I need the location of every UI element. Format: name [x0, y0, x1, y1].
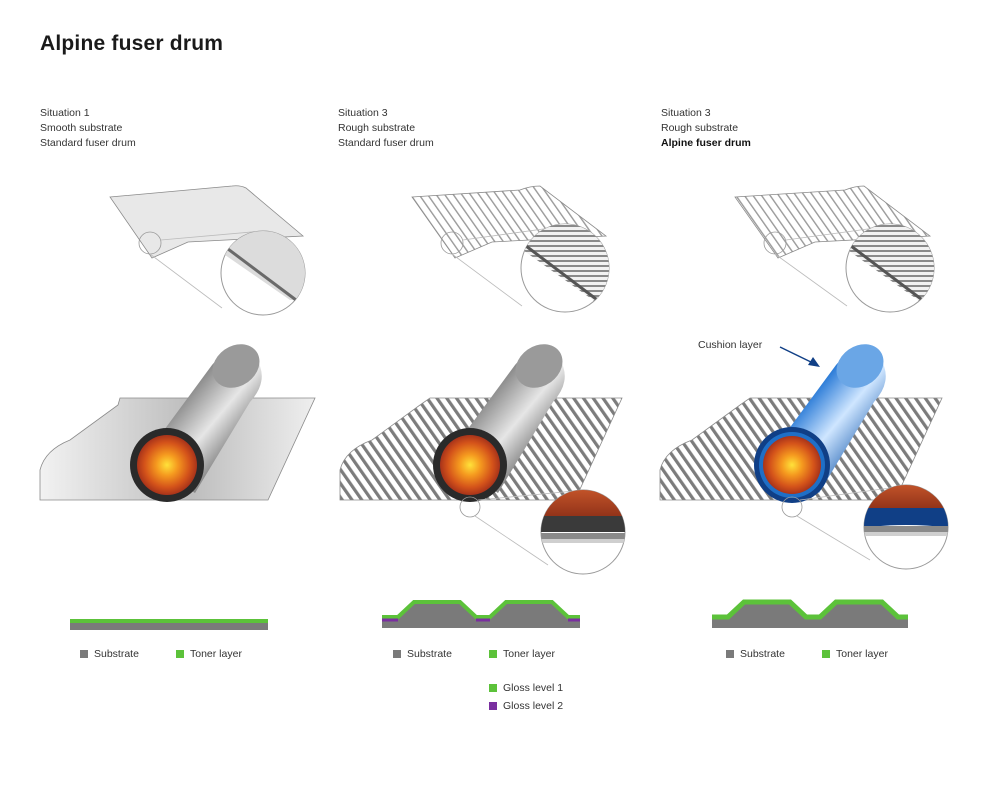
panel-3-caption: Situation 3 Rough substrate Alpine fuser…: [661, 106, 751, 151]
legend-gloss-level-2: Gloss level 2: [489, 700, 563, 712]
cushion-layer-label: Cushion layer: [698, 339, 763, 351]
panel-2-substrate: Rough substrate: [338, 122, 416, 134]
gloss-1-swatch: [489, 684, 497, 692]
panel-1-magnifier: [220, 230, 306, 316]
legend-label: Substrate: [740, 648, 785, 660]
legend-label: Toner layer: [190, 648, 242, 660]
toner-swatch: [176, 650, 184, 658]
panel-3-substrate: Rough substrate: [661, 122, 739, 134]
panel-1-drum: Standard fuser drum: [40, 137, 136, 149]
legend-substrate: Substrate: [726, 648, 785, 660]
legend-toner-layer: Toner layer: [489, 648, 555, 660]
legend-label: Toner layer: [836, 648, 888, 660]
legend-label: Gloss level 2: [503, 700, 564, 712]
legend-label: Substrate: [94, 648, 139, 660]
page-title: Alpine fuser drum: [40, 32, 224, 55]
legend-label: Gloss level 1: [503, 682, 564, 694]
legend-label: Toner layer: [503, 648, 555, 660]
substrate-swatch: [726, 650, 734, 658]
gloss-2-swatch: [489, 702, 497, 710]
legend-toner-layer: Toner layer: [822, 648, 888, 660]
panel-1-situation: Situation 1: [40, 107, 90, 119]
panel-2-situation: Situation 3: [338, 107, 388, 119]
panel-2-cross-section: [382, 600, 580, 628]
panel-3-magnifier: [845, 223, 935, 313]
legend-toner-layer: Toner layer: [176, 648, 242, 660]
substrate-swatch: [80, 650, 88, 658]
panel-2-magnifier: [520, 223, 610, 313]
toner-swatch: [489, 650, 497, 658]
legend-gloss-level-1: Gloss level 1: [489, 682, 563, 694]
legend-label: Substrate: [407, 648, 452, 660]
panel-1-substrate: Smooth substrate: [40, 122, 123, 134]
panel-3-drum: Alpine fuser drum: [661, 137, 751, 149]
substrate-swatch: [393, 650, 401, 658]
legend-substrate: Substrate: [80, 648, 139, 660]
panel-1-cross-section: [70, 619, 268, 630]
panel-2-drum: Standard fuser drum: [338, 137, 434, 149]
panel-3-fuser-assembly: [659, 344, 949, 570]
toner-swatch: [822, 650, 830, 658]
panel-2-fuser-assembly: [339, 344, 626, 575]
panel-1-fuser-assembly: [39, 344, 316, 502]
panel-3-situation: Situation 3: [661, 107, 711, 119]
panel-1-caption: Situation 1 Smooth substrate Standard fu…: [40, 106, 136, 151]
panel-3-cross-section: [712, 599, 908, 628]
legend-substrate: Substrate: [393, 648, 452, 660]
panel-2-caption: Situation 3 Rough substrate Standard fus…: [338, 106, 434, 151]
